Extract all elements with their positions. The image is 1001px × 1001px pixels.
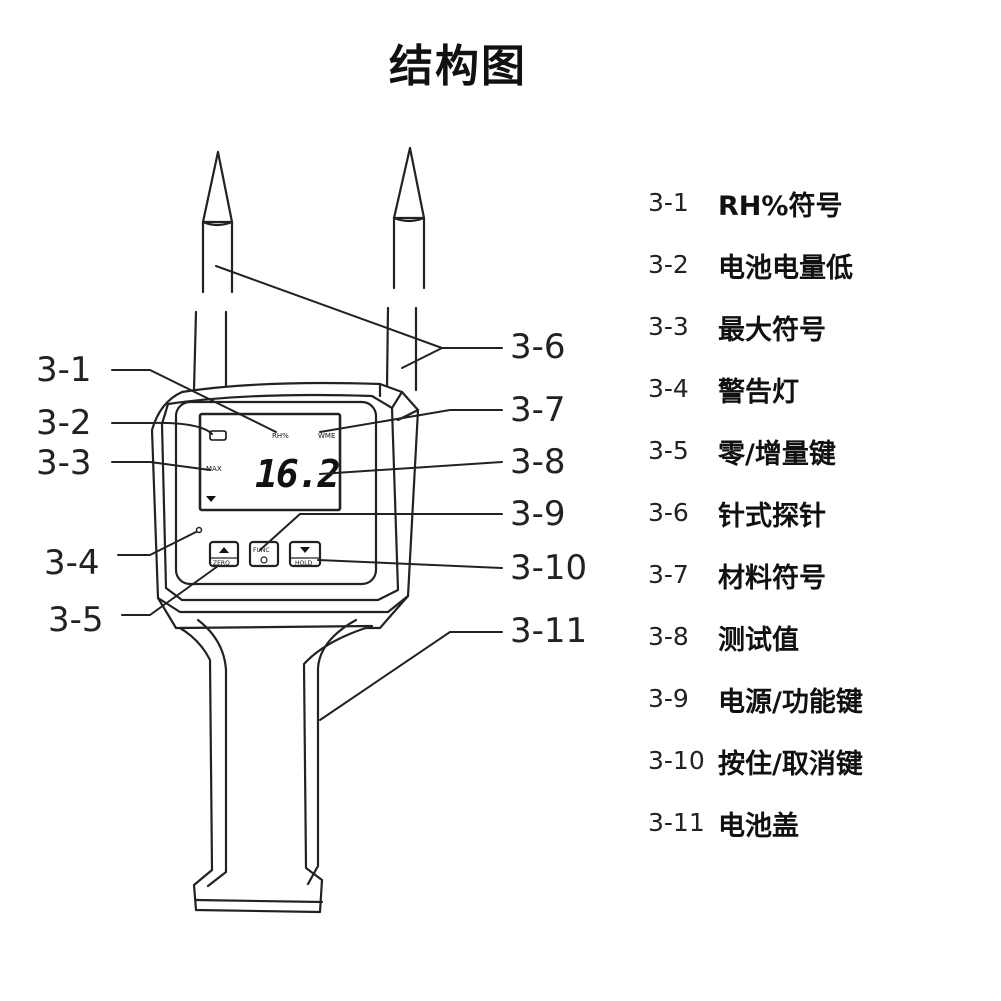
legend-code: 3-6 [648,498,689,527]
func-button[interactable]: FUNC [248,540,280,568]
callout-3-9: 3-9 [510,494,566,534]
battery-icon [209,430,227,441]
legend-text: 材料符号 [718,563,826,594]
warning-icon [206,496,216,502]
right-probe [385,146,426,392]
callout-3-1: 3-1 [36,350,92,390]
device-handle [178,618,374,914]
screen-bezel [174,400,378,586]
lcd-display: RH% WME MAX 16.2 [206,430,342,502]
legend-code: 3-3 [648,312,689,341]
hold-button[interactable]: HOLD [288,540,322,568]
legend-text: 零/增量键 [718,439,836,470]
callout-3-2: 3-2 [36,403,92,443]
callout-3-10: 3-10 [510,548,588,588]
legend-code: 3-10 [648,746,705,775]
max-symbol: MAX [206,465,222,473]
legend-text: 电池盖 [718,811,799,842]
callout-3-4: 3-4 [44,543,100,583]
legend-text: RH%符号 [718,191,843,222]
legend-code: 3-5 [648,436,689,465]
legend-code: 3-1 [648,188,689,217]
callout-3-7: 3-7 [510,390,566,430]
zero-button-label: ZERO [213,560,230,567]
left-probe [192,150,234,394]
legend-text: 针式探针 [718,501,826,532]
leader-lines [111,265,503,721]
legend-text: 按住/取消键 [718,749,863,780]
legend-code: 3-2 [648,250,689,279]
func-button-label: FUNC [253,547,270,554]
power-icon [260,556,268,564]
callout-3-5: 3-5 [48,600,104,640]
callout-3-8: 3-8 [510,442,566,482]
legend-code: 3-11 [648,808,705,837]
hold-button-label: HOLD [295,560,313,567]
legend-text: 电池电量低 [718,253,853,284]
callout-3-6: 3-6 [510,327,566,367]
legend-text: 电源/功能键 [718,687,863,718]
zero-button[interactable]: ZERO [208,540,240,568]
rh-symbol: RH% [272,432,289,440]
legend-code: 3-9 [648,684,689,713]
legend-code: 3-7 [648,560,689,589]
material-symbol: WME [318,432,335,440]
legend-code: 3-8 [648,622,689,651]
page-title: 结构图 [389,41,527,92]
legend-text: 测试值 [718,625,799,656]
legend-code: 3-4 [648,374,689,403]
callout-3-11: 3-11 [510,611,588,651]
legend-text: 最大符号 [718,315,826,346]
callout-3-3: 3-3 [36,443,92,483]
legend-text: 警告灯 [718,377,799,408]
warning-led [195,526,203,534]
